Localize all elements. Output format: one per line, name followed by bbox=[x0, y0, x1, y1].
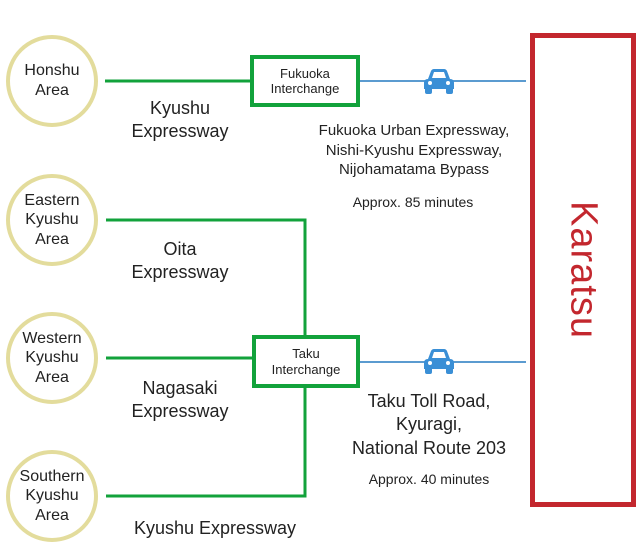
taku-route-text: Taku Toll Road, Kyuragi, National Route … bbox=[351, 391, 507, 458]
taku-travel-time: Approx. 40 minutes bbox=[368, 471, 490, 487]
taku-interchange-label: Taku Interchange bbox=[271, 346, 341, 377]
region-western-kyushu-label: Western Kyushu Area bbox=[22, 329, 82, 386]
fukuoka-travel-time: Approx. 85 minutes bbox=[352, 194, 474, 210]
car-icon bbox=[424, 349, 454, 374]
kyushu-expressway-label: Kyushu Expressway bbox=[131, 98, 229, 142]
destination-label: Karatsu bbox=[562, 201, 605, 339]
oita-expressway-label: Oita Expressway bbox=[131, 239, 229, 283]
destination-karatsu: Karatsu bbox=[530, 33, 636, 507]
oita-expressway-line bbox=[106, 218, 307, 335]
taku-interchange: Taku Interchange bbox=[252, 335, 360, 388]
nagasaki-expressway-label: Nagasaki Expressway bbox=[131, 378, 229, 422]
kyushu-expressway-south-line bbox=[106, 388, 307, 498]
region-eastern-kyushu: Eastern Kyushu Area bbox=[6, 174, 98, 266]
kyushu-expressway-south-label: Kyushu Expressway bbox=[133, 518, 297, 538]
region-honshu-label: Honshu Area bbox=[24, 62, 80, 99]
fukuoka-interchange: Fukuoka Interchange bbox=[250, 55, 360, 107]
region-southern-kyushu-label: Southern Kyushu Area bbox=[19, 467, 85, 524]
region-eastern-kyushu-label: Eastern Kyushu Area bbox=[24, 191, 80, 248]
fukuoka-interchange-label: Fukuoka Interchange bbox=[270, 65, 340, 96]
region-western-kyushu: Western Kyushu Area bbox=[6, 312, 98, 404]
fukuoka-route-text: Fukuoka Urban Expressway, Nishi-Kyushu E… bbox=[318, 122, 510, 178]
region-honshu: Honshu Area bbox=[6, 35, 98, 127]
car-icon bbox=[424, 69, 454, 94]
region-southern-kyushu: Southern Kyushu Area bbox=[6, 450, 98, 542]
